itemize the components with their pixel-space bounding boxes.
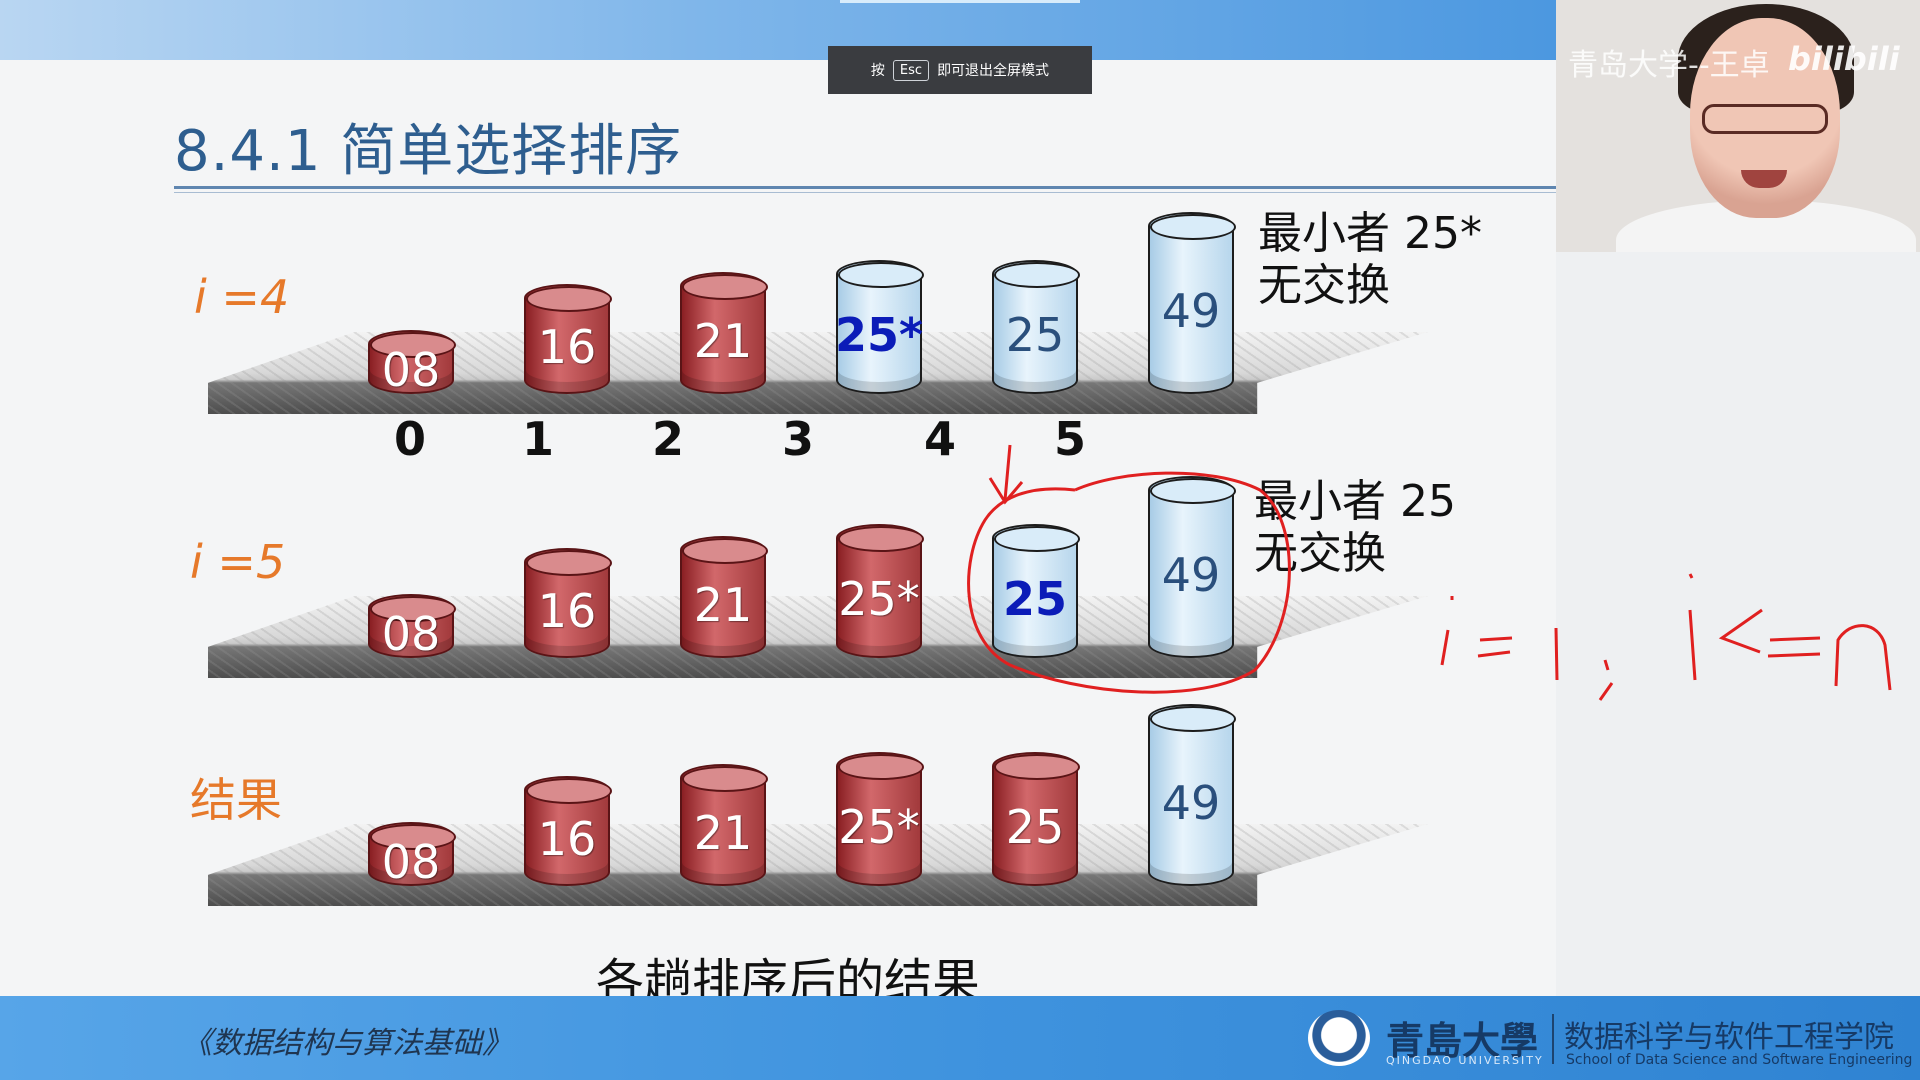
cylinder-value: 21 bbox=[693, 806, 753, 860]
cylinder-value: 25 bbox=[1002, 572, 1067, 626]
cylinder-r1-1: 16 bbox=[524, 284, 612, 394]
university-name-en: QINGDAO UNIVERSITY bbox=[1386, 1054, 1544, 1067]
index-label-0: 0 bbox=[393, 412, 426, 466]
presenter-glasses bbox=[1702, 104, 1828, 134]
fullscreen-exit-hint: 按 Esc 即可退出全屏模式 bbox=[828, 46, 1092, 94]
cylinder-r2-0: 08 bbox=[368, 594, 456, 661]
cylinder-r3-0: 08 bbox=[368, 822, 456, 889]
cylinder-value: 25* bbox=[834, 308, 924, 362]
cylinder-value: 49 bbox=[1161, 548, 1221, 602]
footer-divider bbox=[1552, 1014, 1554, 1064]
university-name: 青島大學 bbox=[1386, 1018, 1539, 1063]
cylinder-r3-2: 21 bbox=[680, 764, 768, 886]
cylinder-value: 08 bbox=[381, 835, 441, 889]
cylinder-r3-1: 16 bbox=[524, 776, 612, 886]
note-row-2: 最小者 25 无交换 bbox=[1254, 476, 1456, 580]
cylinder-r1-4: 25 bbox=[992, 260, 1080, 394]
cylinder-r1-5: 49 bbox=[1148, 212, 1236, 394]
cylinder-r3-4: 25 bbox=[992, 752, 1080, 886]
cylinder-value: 16 bbox=[537, 812, 597, 866]
cylinder-value: 49 bbox=[1161, 284, 1221, 338]
cylinder-r2-1: 16 bbox=[524, 548, 612, 658]
cylinder-r1-0: 08 bbox=[368, 330, 456, 397]
cylinder-r2-5: 49 bbox=[1148, 476, 1236, 658]
page-title: 8.4.1 简单选择排序 bbox=[174, 119, 683, 184]
note-row-1: 最小者 25* 无交换 bbox=[1258, 208, 1482, 312]
title-divider-thin bbox=[174, 192, 1556, 193]
cylinder-value: 25 bbox=[1005, 800, 1065, 854]
cylinder-r3-3: 25* bbox=[836, 752, 924, 886]
note-line-2: 无交换 bbox=[1254, 528, 1386, 579]
cylinder-r2-3: 25* bbox=[836, 524, 924, 658]
cylinder-value: 25* bbox=[838, 572, 920, 626]
cylinder-value: 08 bbox=[381, 607, 441, 661]
presenter-mouth bbox=[1741, 170, 1787, 188]
cylinder-r1-2: 21 bbox=[680, 272, 768, 394]
index-label-2: 2 bbox=[651, 412, 684, 466]
note-line-1: 最小者 25 bbox=[1254, 476, 1456, 527]
row-label-result: 结果 bbox=[190, 773, 282, 827]
slide-top-bar bbox=[0, 0, 1556, 60]
slide: 8.4.1 简单选择排序 i =4 08 16 21 25* 25 49 最小者… bbox=[0, 0, 1556, 1010]
cylinder-value: 25* bbox=[838, 800, 920, 854]
hint-prefix: 按 bbox=[870, 63, 885, 79]
cylinder-value: 16 bbox=[537, 320, 597, 374]
row-label-i5: i =5 bbox=[190, 535, 286, 589]
title-divider bbox=[174, 186, 1556, 189]
note-line-1: 最小者 25* bbox=[1258, 208, 1482, 259]
row-label-i4: i =4 bbox=[194, 270, 290, 324]
cylinder-r1-3: 25* bbox=[834, 260, 924, 394]
cylinder-value: 21 bbox=[693, 578, 753, 632]
cylinder-value: 16 bbox=[537, 584, 597, 638]
index-label-1: 1 bbox=[521, 412, 554, 466]
cylinder-value: 08 bbox=[381, 343, 441, 397]
cylinder-r3-5: 49 bbox=[1148, 704, 1236, 886]
cylinder-value: 25 bbox=[1005, 308, 1065, 362]
school-name: 数据科学与软件工程学院 bbox=[1564, 1020, 1894, 1055]
university-seal-icon bbox=[1308, 1010, 1370, 1066]
index-label-3: 3 bbox=[781, 412, 814, 466]
index-label-4: 4 bbox=[923, 412, 956, 466]
cylinder-value: 49 bbox=[1161, 776, 1221, 830]
cylinder-r2-2: 21 bbox=[680, 536, 768, 658]
bilibili-logo-icon: bilibili bbox=[1788, 40, 1900, 78]
cylinder-value: 21 bbox=[693, 314, 753, 368]
index-label-5: 5 bbox=[1053, 412, 1086, 466]
slide-footer: 《数据结构与算法基础》 青島大學 QINGDAO UNIVERSITY 数据科学… bbox=[0, 996, 1920, 1080]
webcam-watermark: 青岛大学--王卓 bbox=[1568, 48, 1770, 83]
book-title: 《数据结构与算法基础》 bbox=[182, 1026, 512, 1061]
top-bar-accent bbox=[840, 0, 1080, 3]
hint-suffix: 即可退出全屏模式 bbox=[937, 63, 1050, 79]
cylinder-r2-4: 25 bbox=[992, 524, 1080, 658]
esc-key-badge: Esc bbox=[892, 59, 930, 81]
note-line-2: 无交换 bbox=[1258, 260, 1390, 311]
webcam-overlay: 青岛大学--王卓 bilibili bbox=[1556, 0, 1920, 252]
school-name-en: School of Data Science and Software Engi… bbox=[1566, 1052, 1913, 1068]
